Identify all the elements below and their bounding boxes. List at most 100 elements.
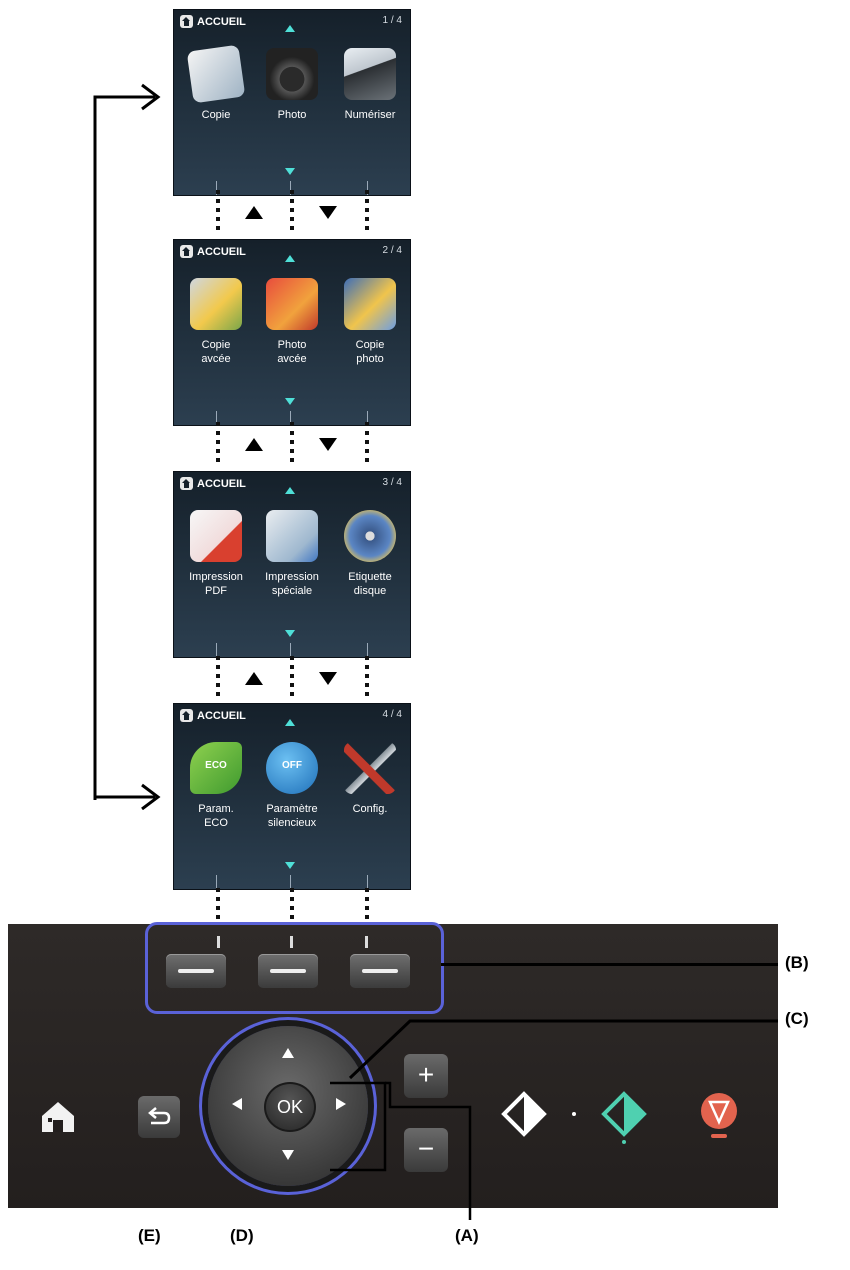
screen-header: ACCUEIL	[180, 477, 246, 490]
home-icon	[180, 709, 193, 722]
callout-A: (A)	[455, 1226, 479, 1245]
separator-dot	[572, 1112, 576, 1116]
scroll-up-icon	[285, 25, 295, 32]
soft-key-marker	[216, 411, 217, 425]
callout-lines	[330, 1019, 778, 1220]
up-arrow-icon	[245, 206, 263, 219]
function-button-center[interactable]	[258, 954, 318, 988]
function-buttons-group	[145, 922, 444, 1014]
wheel-up-icon[interactable]	[282, 1048, 294, 1058]
back-button[interactable]	[138, 1096, 180, 1138]
screen-title: ACCUEIL	[197, 245, 246, 258]
soft-key-marker	[290, 875, 291, 889]
home-button[interactable]	[38, 1098, 78, 1138]
menu-item-label: Paramètre silencieux	[266, 803, 318, 829]
function-button-right[interactable]	[350, 954, 410, 988]
color-start-button[interactable]	[600, 1090, 648, 1146]
disc-label-icon	[344, 510, 396, 562]
menu-item[interactable]: OFF Paramètre silencieux	[253, 742, 331, 830]
menu-item[interactable]: Etiquette disque	[331, 510, 409, 598]
soft-key-marker	[367, 643, 368, 657]
menu-item-label: Copie	[201, 109, 231, 121]
up-arrow-icon	[245, 672, 263, 685]
menu-item[interactable]: Copie avcée	[177, 278, 255, 366]
ok-button[interactable]: OK	[264, 1082, 316, 1132]
callout-E: (E)	[138, 1226, 161, 1245]
copy-document-icon	[186, 44, 246, 104]
home-screen-page-2: ACCUEIL 2 / 4 Copie avcée Photo avcée Copie …	[174, 240, 410, 425]
back-arrow-icon	[148, 1107, 171, 1125]
screen-header: ACCUEIL	[180, 709, 246, 722]
down-arrow-icon	[319, 672, 337, 685]
wheel-down-icon[interactable]	[282, 1150, 294, 1160]
soft-key-marker	[216, 181, 217, 195]
menu-item-label: Impression PDF	[189, 571, 243, 597]
operation-panel: OK + −	[8, 922, 778, 1208]
home-icon	[180, 15, 193, 28]
tools-icon	[344, 742, 396, 794]
scroll-down-icon	[285, 630, 295, 637]
minus-button[interactable]: −	[404, 1128, 448, 1172]
menu-item[interactable]: Copie photo	[331, 278, 409, 366]
home-icon	[180, 245, 193, 258]
home-screen-page-3: ACCUEIL 3 / 4 Impression PDF Impression spé…	[174, 472, 410, 657]
page-indicator: 1 / 4	[382, 15, 402, 26]
scroll-up-icon	[285, 719, 295, 726]
scanner-icon	[344, 48, 396, 100]
advanced-copy-icon	[190, 278, 242, 330]
page-indicator: 3 / 4	[382, 477, 402, 488]
icon-badge: OFF	[282, 760, 302, 771]
scroll-up-icon	[285, 487, 295, 494]
menu-item-label: Photo	[277, 109, 307, 121]
quiet-mode-icon: OFF	[266, 742, 318, 794]
plus-icon: +	[417, 1059, 435, 1090]
down-arrow-icon	[319, 438, 337, 451]
callout-C: (C)	[785, 1009, 809, 1028]
wheel-right-icon[interactable]	[336, 1098, 346, 1110]
scroll-up-icon	[285, 255, 295, 262]
down-arrow-icon	[319, 206, 337, 219]
screen-title: ACCUEIL	[197, 15, 246, 28]
screen-header: ACCUEIL	[180, 15, 246, 28]
minus-icon: −	[417, 1133, 435, 1164]
menu-item[interactable]: ECO Param. ECO	[177, 742, 255, 830]
callout-D: (D)	[230, 1226, 254, 1245]
menu-item[interactable]: Photo	[253, 48, 331, 122]
menu-item[interactable]: Photo avcée	[253, 278, 331, 366]
stop-button[interactable]	[696, 1090, 742, 1142]
page-indicator: 2 / 4	[382, 245, 402, 256]
advanced-photo-icon	[266, 278, 318, 330]
menu-item-label: Photo avcée	[277, 339, 307, 365]
function-button-left[interactable]	[166, 954, 226, 988]
scroll-down-icon	[285, 398, 295, 405]
menu-item[interactable]: Copie	[177, 44, 255, 122]
plus-button[interactable]: +	[404, 1054, 448, 1098]
ok-label: OK	[276, 1097, 303, 1117]
menu-item-label: Numériser	[344, 109, 396, 121]
menu-item-label: Config.	[352, 803, 388, 815]
menu-item-label: Etiquette disque	[348, 571, 392, 597]
menu-item-label: Copie avcée	[201, 339, 231, 365]
scroll-down-icon	[285, 168, 295, 175]
menu-item[interactable]: Impression spéciale	[253, 510, 331, 598]
wheel-left-icon[interactable]	[232, 1098, 242, 1110]
black-start-button[interactable]	[500, 1090, 548, 1138]
soft-key-marker	[367, 181, 368, 195]
home-icon	[180, 477, 193, 490]
home-icon	[42, 1102, 74, 1132]
home-screen-page-1: ACCUEIL 1 / 4 Copie Photo Numériser	[174, 10, 410, 195]
menu-item-label: Impression spéciale	[265, 571, 319, 597]
photo-copy-icon	[344, 278, 396, 330]
soft-key-marker	[290, 643, 291, 657]
pdf-print-icon	[190, 510, 242, 562]
page-indicator: 4 / 4	[382, 709, 402, 720]
menu-item-label: Param. ECO	[198, 803, 234, 829]
soft-key-marker	[216, 875, 217, 889]
menu-item[interactable]: Numériser	[331, 48, 409, 122]
callout-B: (B)	[785, 953, 809, 972]
screen-title: ACCUEIL	[197, 709, 246, 722]
screen-title: ACCUEIL	[197, 477, 246, 490]
menu-item[interactable]: Impression PDF	[177, 510, 255, 598]
icon-badge: ECO	[205, 760, 227, 771]
menu-item[interactable]: Config.	[331, 742, 409, 816]
